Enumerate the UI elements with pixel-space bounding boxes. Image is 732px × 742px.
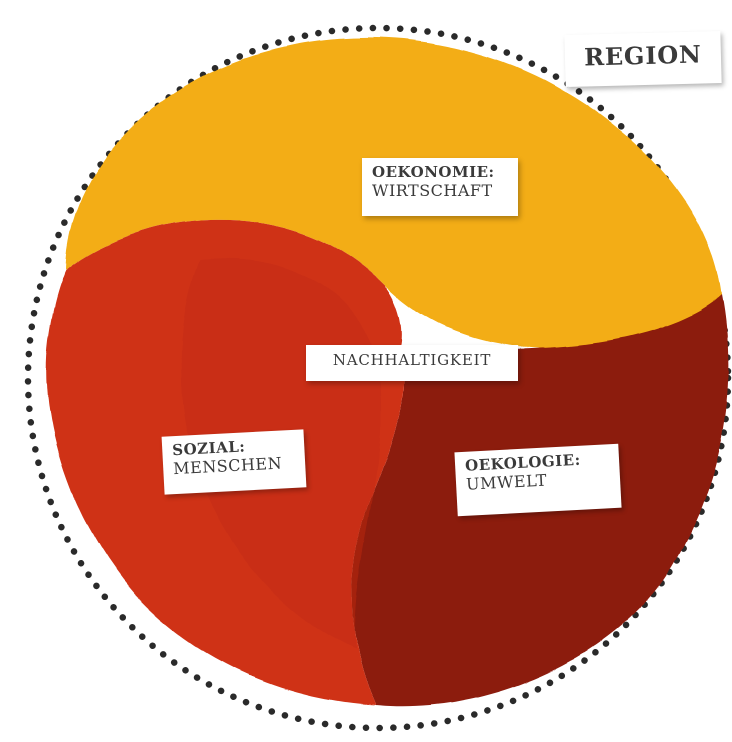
oekologie-subtitle: UMWELT [466,469,611,493]
oekonomie-title: OEKONOMIE: [372,165,508,181]
sozial-label-card: SOZIAL: MENSCHEN [162,429,307,494]
sozial-subtitle: MENSCHEN [173,455,296,478]
region-label: REGION [584,39,702,71]
oekonomie-subtitle: WIRTSCHAFT [372,183,508,200]
center-label-card: NACHHALTIGKEIT [306,345,518,381]
oekonomie-label-card: OEKONOMIE: WIRTSCHAFT [362,158,518,216]
center-label: NACHHALTIGKEIT [333,351,491,369]
oekologie-label-card: OEKOLOGIE: UMWELT [454,444,621,516]
region-label-card: REGION [564,31,721,87]
